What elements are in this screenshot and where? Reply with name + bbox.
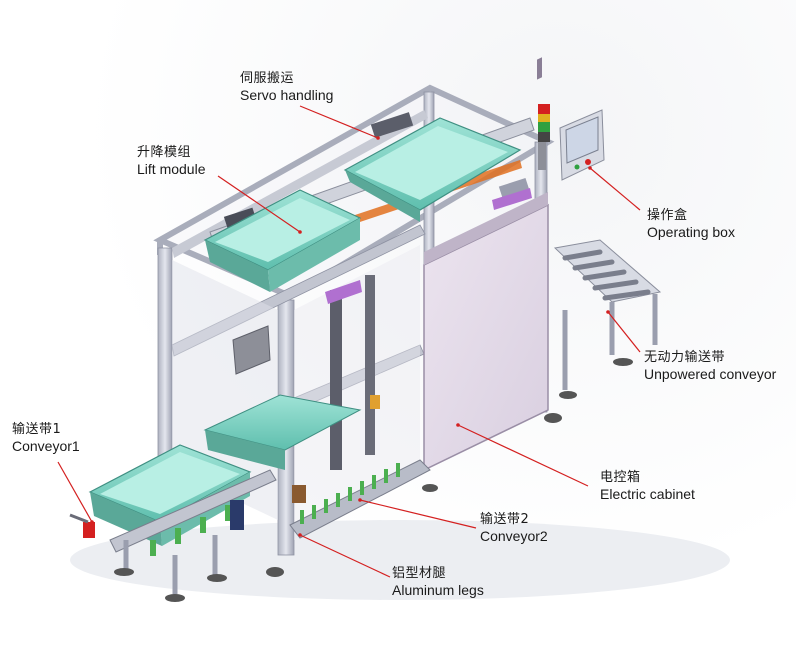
label-lift-en: Lift module [137, 161, 206, 177]
label-legs-en: Aluminum legs [392, 582, 484, 598]
label-lift-cn: 升降模组 [137, 145, 192, 160]
operating-box [538, 104, 605, 181]
label-operating-cn: 操作盒 [647, 208, 688, 223]
label-operating-box: 操作盒 Operating box [647, 208, 735, 240]
label-unpowered-en: Unpowered conveyor [644, 366, 777, 382]
label-conveyor2: 输送带2 Conveyor2 [480, 512, 548, 544]
purple-plate-1 [325, 280, 362, 304]
label-cabinet-cn: 电控箱 [600, 470, 641, 485]
label-legs-cn: 铝型材腿 [392, 566, 447, 581]
label-cabinet-en: Electric cabinet [600, 486, 695, 502]
caster-wheel [266, 567, 284, 577]
label-aluminum-legs: 铝型材腿 Aluminum legs [392, 566, 484, 598]
label-unpowered-cn: 无动力输送带 [644, 350, 726, 365]
top-tray-right [343, 117, 522, 222]
label-electric-cabinet: 电控箱 Electric cabinet [600, 470, 695, 502]
electric-cabinet [423, 57, 562, 472]
label-conveyor1-cn: 输送带1 [12, 422, 62, 437]
label-operating-en: Operating box [647, 224, 735, 240]
label-conveyor2-cn: 输送带2 [480, 512, 530, 527]
label-servo-handling: 伺服搬运 Servo handling [240, 71, 333, 103]
floor-shadow [70, 520, 730, 600]
label-unpowered-conveyor: 无动力输送带 Unpowered conveyor [644, 350, 776, 382]
purple-plate-2 [492, 188, 532, 210]
unpowered-conveyor [553, 239, 662, 399]
frame-foot [422, 484, 438, 492]
label-lift-module: 升降模组 Lift module [137, 145, 205, 177]
label-conveyor1-en: Conveyor1 [12, 438, 80, 454]
label-servo-en: Servo handling [240, 87, 334, 103]
label-servo-cn: 伺服搬运 [240, 71, 295, 86]
conveyor-1 [69, 444, 277, 602]
label-conveyor1: 输送带1 Conveyor1 [12, 422, 80, 454]
label-conveyor2-en: Conveyor2 [480, 528, 548, 544]
